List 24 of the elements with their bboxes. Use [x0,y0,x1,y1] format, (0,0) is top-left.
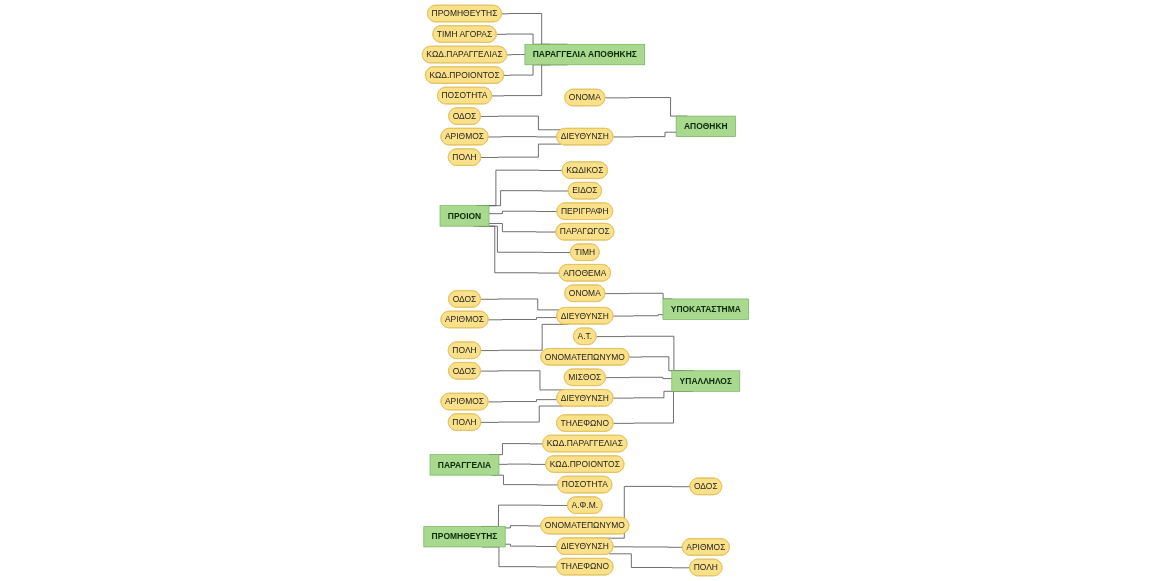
node-box: ΠΡΟΙΟΝ [439,205,490,227]
connector [612,314,664,317]
connector [605,376,673,379]
node-box: ΥΠΟΚΑΤΑΣΤΗΜΑ [662,298,749,320]
connector [506,54,526,56]
connector [488,210,558,215]
connector [612,546,683,548]
connector [480,370,565,391]
connector [480,405,564,423]
connector [504,543,558,547]
node-box: ΠΑΡΑΓΓΕΛΙΑ [429,454,500,476]
node-box: ΑΠΟΘΗΚΗ [675,115,736,137]
connector [488,136,558,138]
connector [480,143,562,158]
connector [488,317,558,321]
connector [504,525,542,529]
connector [488,399,558,403]
connector [488,223,557,233]
node-box: ΠΡΟΜΗΘΕΥΤΗΣ [423,526,506,548]
connector [498,463,547,465]
node-box: ΠΑΡΑΓΓΕΛΙΑ ΑΠΟΘΗΚΗΣ [524,43,646,66]
connector [608,553,691,569]
connector [612,131,677,138]
node-box: ΥΠΑΛΛΗΛΟΣ [671,370,741,392]
